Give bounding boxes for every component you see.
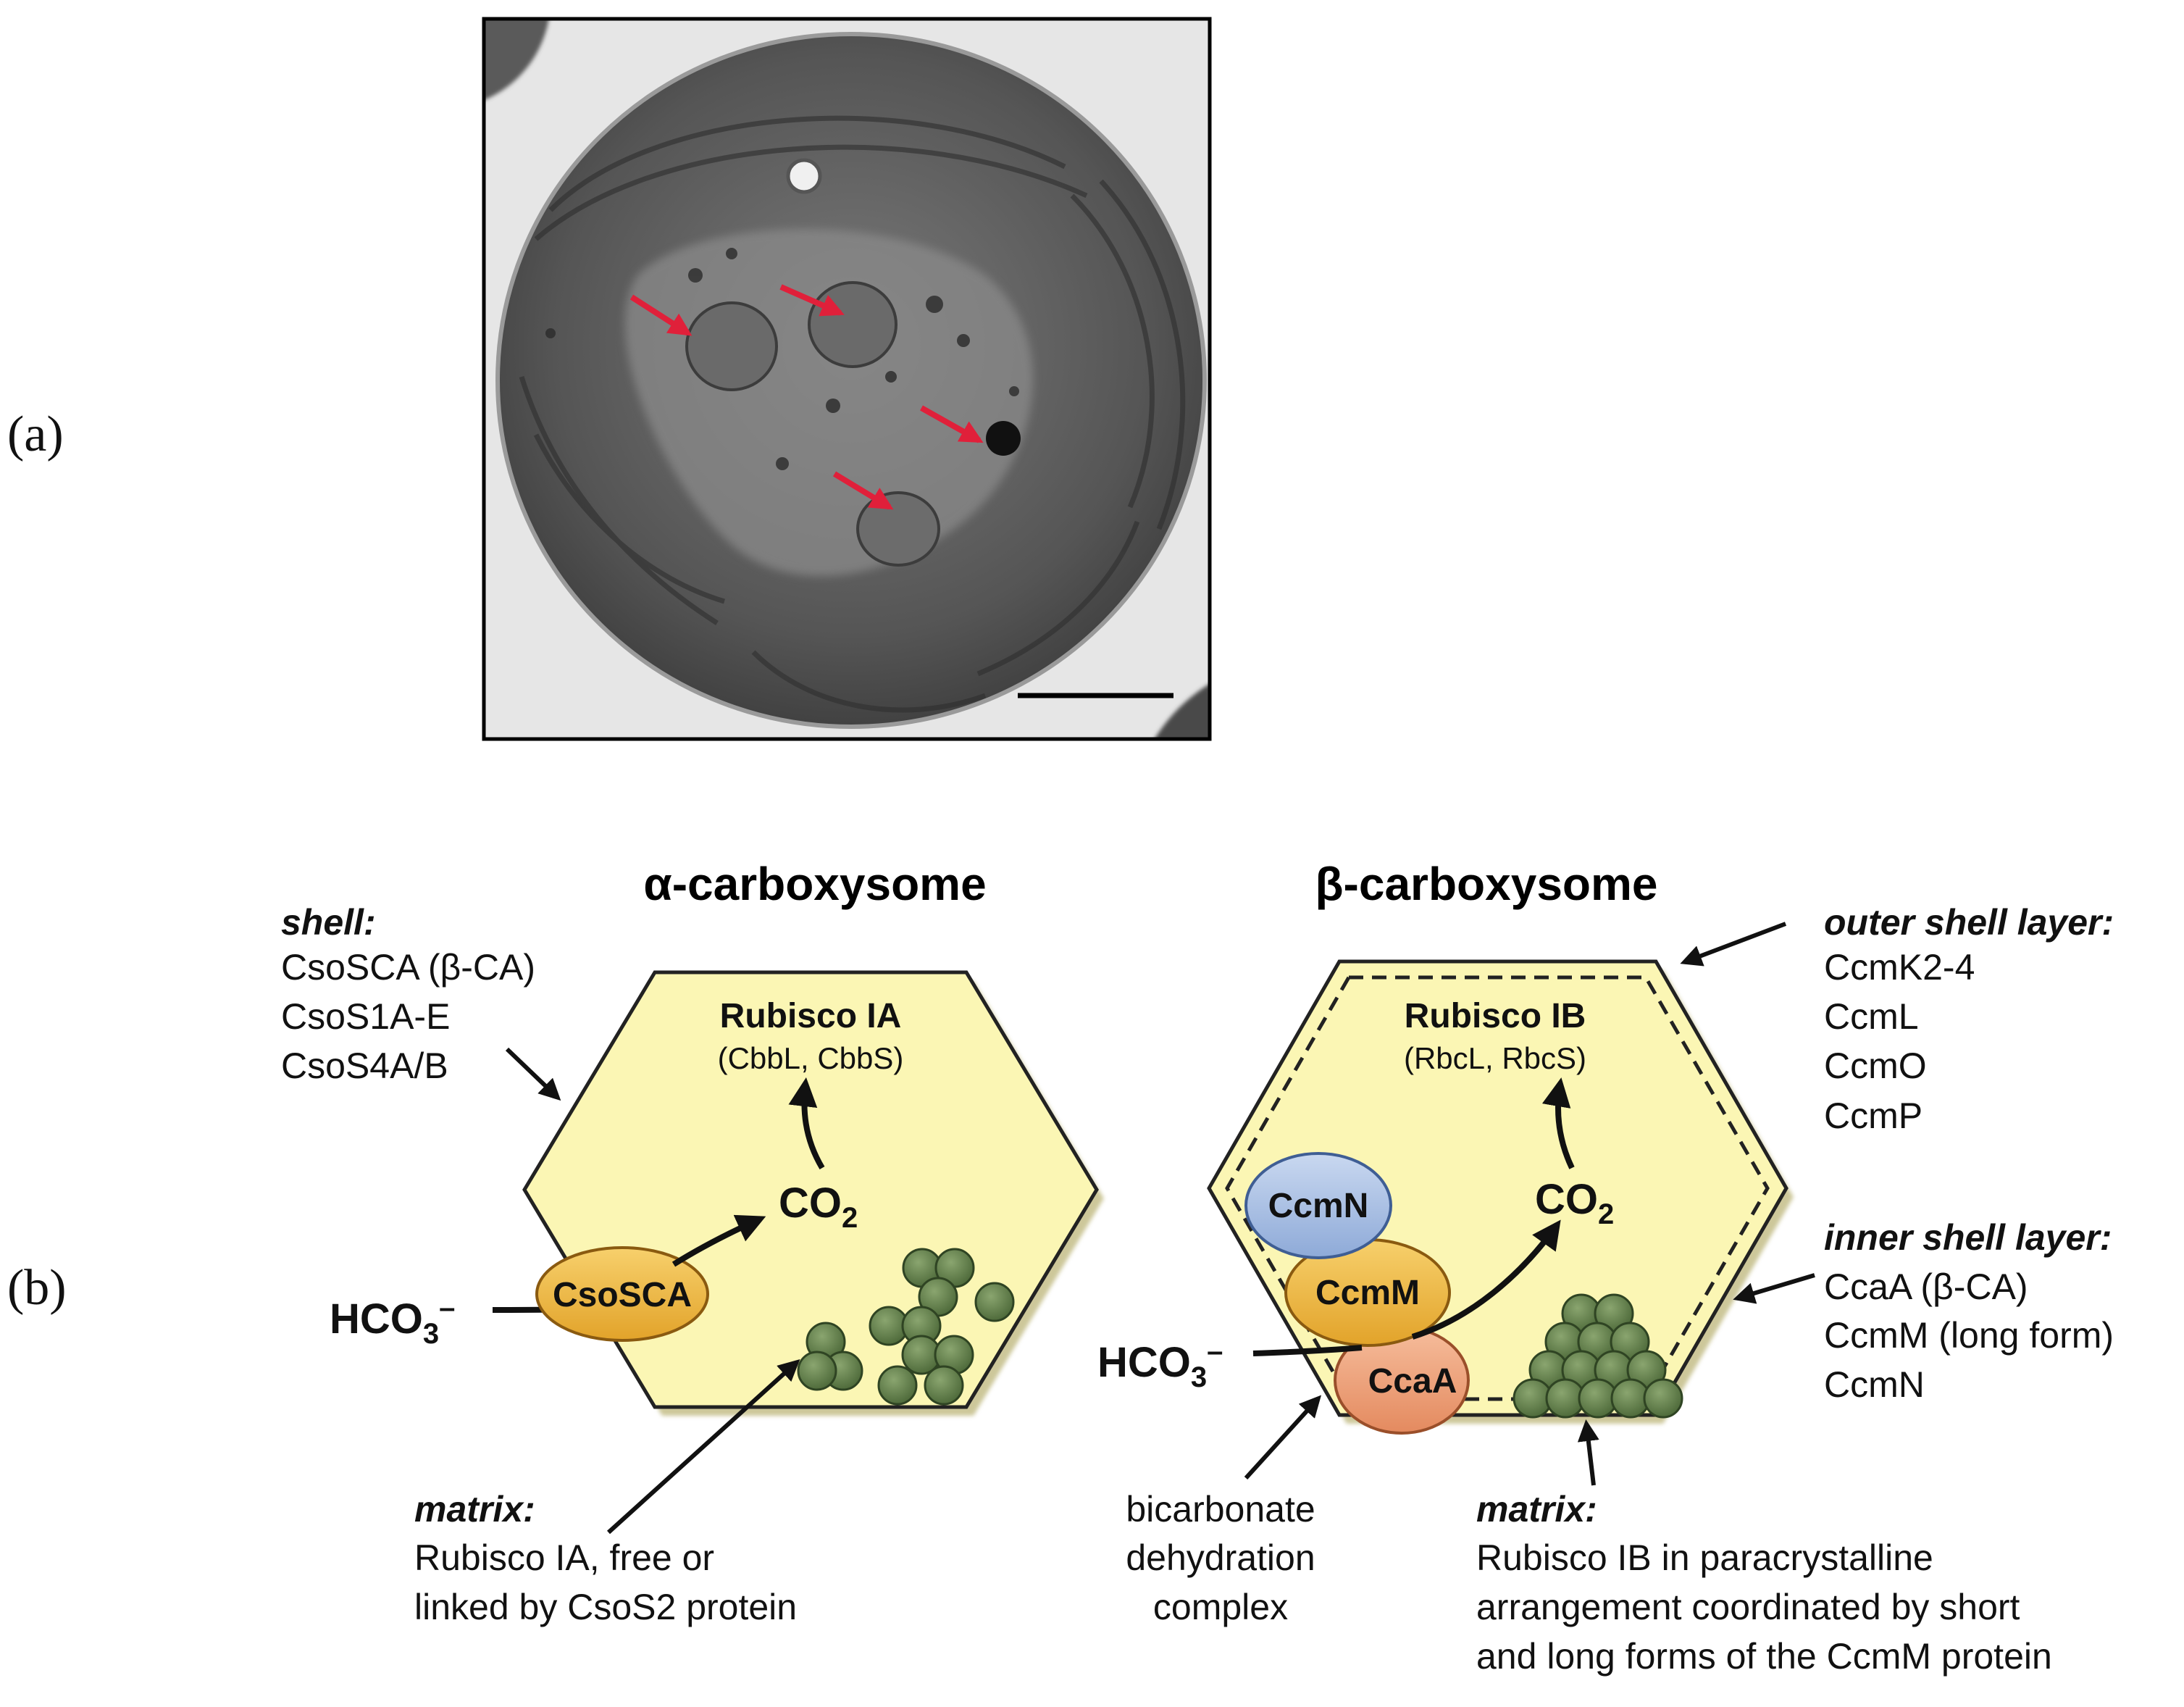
alpha-shell-item-1: CsoSCA (β-CA) — [281, 947, 535, 988]
beta-inner-item-2: CcmM (long form) — [1824, 1315, 2114, 1356]
beta-ccmm-label: CcmM — [1315, 1274, 1420, 1312]
alpha-matrix-heading: matrix: — [414, 1489, 535, 1529]
beta-complex-line-3: complex — [1153, 1587, 1288, 1627]
beta-outer-item-4: CcmP — [1824, 1095, 1922, 1136]
beta-ccaa-label: CcaA — [1368, 1362, 1457, 1401]
beta-outer-arrow — [1680, 922, 1787, 967]
alpha-shell-heading: shell: — [281, 902, 376, 943]
alpha-csosca-label: CsoSCA — [553, 1276, 692, 1314]
panel-label-a: (a) — [7, 406, 64, 462]
red-arrows — [629, 284, 984, 510]
beta-hexagon-inner-shell — [1225, 975, 1770, 1401]
dark-inclusion — [986, 421, 1021, 456]
alpha-csosca-to-co2-arrow — [671, 1214, 766, 1267]
beta-ccmn-enzyme — [1244, 1152, 1392, 1259]
carboxysome-2 — [808, 281, 898, 368]
beta-outer-item-2: CcmL — [1824, 996, 1919, 1037]
beta-rubisco-subunits: (RbcL, RbcS) — [1404, 1041, 1586, 1075]
beta-inner-item-1: CcaA (β-CA) — [1824, 1266, 2028, 1307]
alpha-shell-item-3: CsoS4A/B — [281, 1046, 448, 1086]
alpha-rubisco-label: Rubisco IA — [720, 997, 902, 1035]
beta-matrix-line-2: arrangement coordinated by short — [1476, 1587, 2020, 1627]
beta-rubisco-label: Rubisco IB — [1405, 997, 1586, 1035]
beta-matrix-arrow — [1577, 1419, 1599, 1486]
alpha-hco3-label: HCO3– — [330, 1292, 455, 1350]
beta-complex-line-2: dehydration — [1126, 1537, 1315, 1578]
alpha-carboxysome: α-carboxysome Rubisco IA (CbbL, CbbS) CO… — [281, 858, 1104, 1627]
alpha-csosca-enzyme — [535, 1246, 709, 1342]
beta-matrix-line-3: and long forms of the CcmM protein — [1476, 1636, 2052, 1677]
beta-matrix-line-1: Rubisco IB in paracrystalline — [1476, 1537, 1933, 1578]
micrograph — [482, 17, 1212, 741]
beta-inner-arrow — [1733, 1273, 1815, 1304]
beta-outer-item-1: CcmK2-4 — [1824, 947, 1975, 988]
beta-title: β-carboxysome — [1315, 858, 1657, 910]
beta-co2-label: CO2 — [1535, 1176, 1614, 1230]
beta-inner-item-3: CcmN — [1824, 1364, 1925, 1405]
alpha-matrix-line-1: Rubisco IA, free or — [414, 1537, 714, 1578]
carboxysome-3 — [856, 491, 940, 567]
beta-outer-item-3: CcmO — [1824, 1046, 1927, 1086]
beta-co2-to-rubisco-arrow — [1541, 1077, 1575, 1169]
beta-complex-arrow — [1244, 1395, 1322, 1480]
alpha-co2-to-rubisco-arrow — [788, 1077, 825, 1170]
beta-complex-line-1: bicarbonate — [1126, 1489, 1315, 1529]
alpha-rubisco-granules — [797, 1248, 1015, 1406]
panel-label-b: (b) — [7, 1260, 67, 1316]
alpha-rubisco-subunits: (CbbL, CbbS) — [718, 1041, 904, 1075]
alpha-co2-label: CO2 — [779, 1180, 858, 1234]
alpha-matrix-line-2: linked by CsoS2 protein — [414, 1587, 797, 1627]
carboxysome-1 — [685, 301, 778, 391]
beta-carboxysome: β-carboxysome Rubisco IB (RbcL, RbcS) CO… — [1097, 858, 2114, 1677]
beta-hco3-label: HCO3– — [1097, 1335, 1223, 1393]
micrograph-frame — [482, 17, 1212, 741]
alpha-shell-arrow — [505, 1047, 561, 1101]
beta-matrix-heading: matrix: — [1476, 1489, 1597, 1529]
beta-ccaa-to-co2-arrow — [1411, 1219, 1561, 1340]
beta-outer-heading: outer shell layer: — [1824, 902, 2114, 943]
beta-ccmn-label: CcmN — [1268, 1187, 1369, 1225]
alpha-shell-item-2: CsoS1A-E — [281, 996, 450, 1037]
beta-rubisco-granules — [1513, 1293, 1683, 1419]
alpha-title: α-carboxysome — [643, 858, 986, 910]
alpha-matrix-arrow — [606, 1358, 800, 1535]
beta-inner-heading: inner shell layer: — [1824, 1217, 2112, 1258]
beta-hco3-line — [1252, 1345, 1363, 1356]
thylakoid-membranes — [519, 115, 1186, 713]
